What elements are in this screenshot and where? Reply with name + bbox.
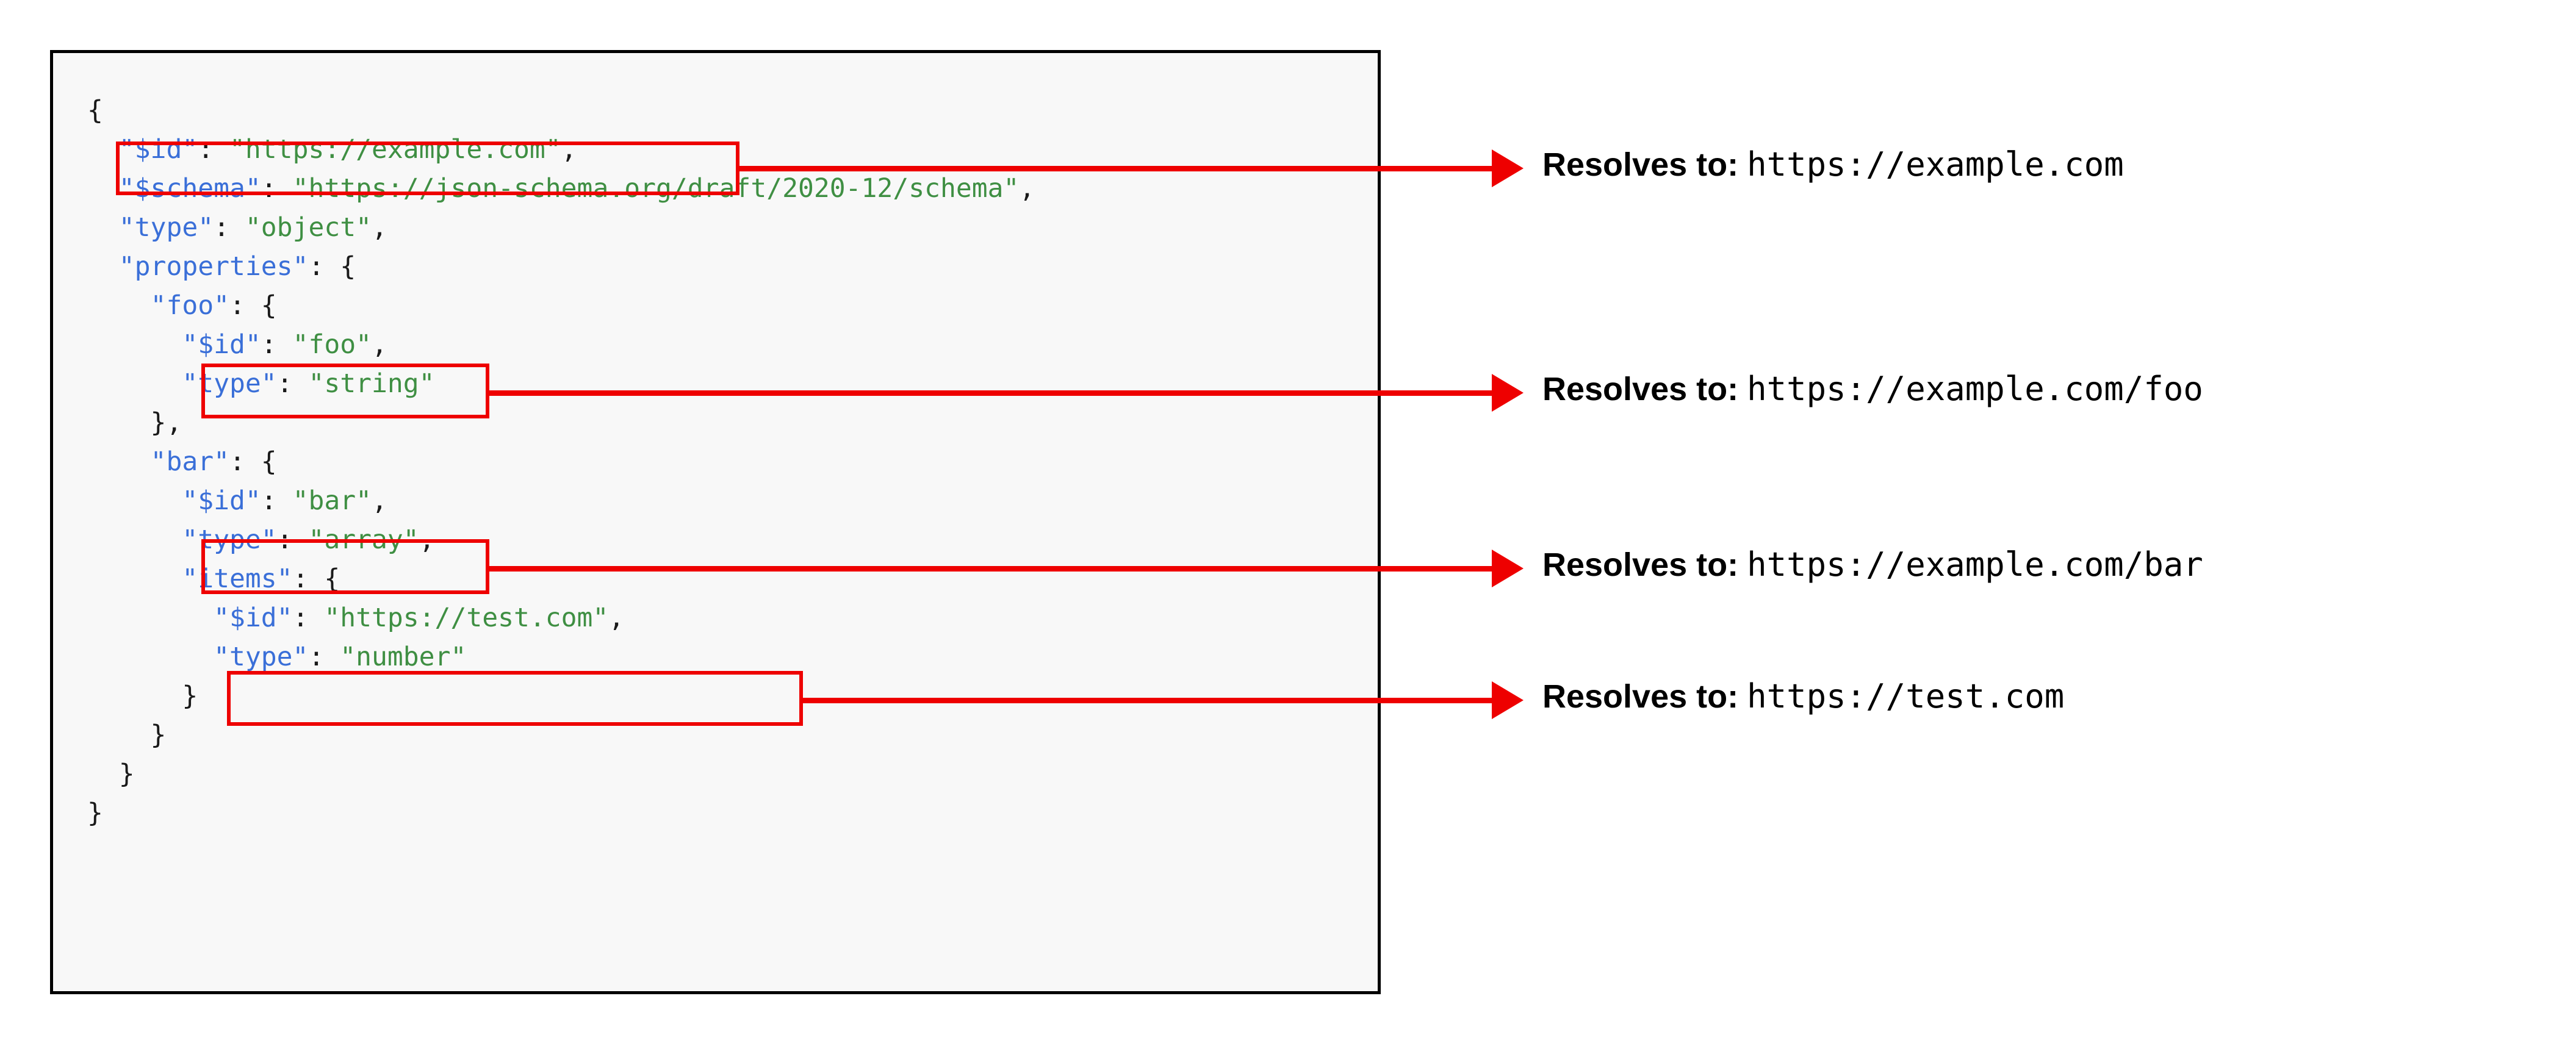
code-line: },	[87, 407, 182, 438]
annotation-url: https://example.com/bar	[1747, 545, 2203, 584]
code-line: "type": "array",	[182, 525, 435, 555]
code-line: "$id": "https://test.com",	[214, 603, 625, 633]
annotation-label: Resolves to:	[1542, 146, 1739, 183]
code-line: "properties": {	[118, 251, 356, 282]
annotation-url: https://example.com/foo	[1747, 370, 2203, 408]
code-line: }	[87, 798, 103, 828]
code-line: "$id": "https://example.com",	[118, 134, 577, 165]
code-line: }	[87, 681, 198, 711]
code-line: }	[87, 720, 167, 750]
arrowhead-icon-3	[1492, 550, 1524, 587]
code-line: "type": "object",	[118, 212, 387, 243]
connector-line-4	[800, 698, 1504, 703]
connector-line-1	[736, 166, 1504, 171]
code-line: {	[87, 95, 103, 126]
annotation-label: Resolves to:	[1542, 371, 1739, 407]
annotation-resolves-1: Resolves to:https://example.com	[1542, 145, 2124, 184]
code-line: "$schema": "https://json-schema.org/draf…	[118, 173, 1035, 204]
connector-line-2	[486, 390, 1504, 396]
annotation-label: Resolves to:	[1542, 547, 1739, 583]
json-code-panel: { "$id": "https://example.com", "$schema…	[50, 50, 1381, 994]
code-line: "foo": {	[150, 290, 277, 321]
annotation-url: https://example.com	[1747, 145, 2124, 184]
arrowhead-icon-1	[1492, 149, 1524, 187]
code-line: "$id": "foo",	[182, 329, 387, 360]
code-line: "$id": "bar",	[182, 486, 387, 516]
code-line: "type": "string"	[182, 368, 435, 399]
arrowhead-icon-4	[1492, 681, 1524, 719]
arrowhead-icon-2	[1492, 374, 1524, 412]
code-line: "type": "number"	[214, 642, 467, 672]
annotation-label: Resolves to:	[1542, 678, 1739, 715]
annotation-resolves-2: Resolves to:https://example.com/foo	[1542, 373, 2203, 406]
annotation-url: https://test.com	[1747, 677, 2065, 715]
annotation-resolves-3: Resolves to:https://example.com/bar	[1542, 545, 2203, 584]
code-line: }	[87, 759, 135, 789]
annotation-resolves-4: Resolves to:https://test.com	[1542, 677, 2065, 715]
code-line: "items": {	[182, 564, 340, 594]
connector-line-3	[486, 566, 1504, 572]
code-line: "bar": {	[150, 446, 277, 477]
json-code-block: { "$id": "https://example.com", "$schema…	[87, 91, 1035, 833]
